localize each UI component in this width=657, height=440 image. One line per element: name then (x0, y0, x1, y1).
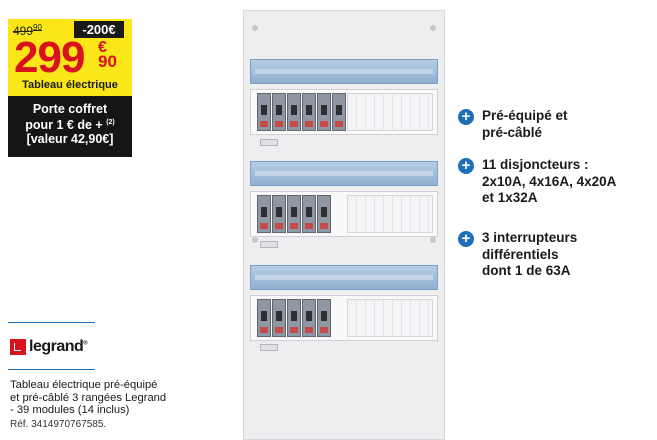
blank-modules (347, 93, 433, 131)
screw (252, 237, 258, 243)
product-reference: Réf. 3414970767585. (10, 419, 107, 430)
brand-divider-bottom (8, 369, 95, 370)
breaker (302, 195, 316, 233)
feature-item: + Pré-équipé et pré-câblé (458, 108, 568, 141)
breaker-row (250, 295, 438, 341)
row-cover (250, 161, 438, 186)
feature-item: + 3 interrupteurs différentiels dont 1 d… (458, 230, 577, 280)
old-price-cents: 90 (33, 23, 42, 32)
new-price-main: 299 (14, 33, 85, 82)
feature-line: Pré-équipé et (482, 108, 568, 123)
feature-line: dont 1 de 63A (482, 263, 571, 278)
breaker (272, 93, 286, 131)
offer-line-1: Porte coffret (32, 102, 108, 116)
breaker (272, 299, 286, 337)
row-tag (260, 139, 278, 146)
screw (430, 25, 436, 31)
legrand-mark (10, 339, 26, 355)
blank-modules (347, 299, 433, 337)
offer-line-2: pour 1 € de + (2) (8, 116, 132, 132)
row-cover (250, 265, 438, 290)
breaker (317, 93, 331, 131)
feature-line: 11 disjoncteurs : (482, 157, 589, 172)
description-line: - 39 modules (14 inclus) (10, 404, 130, 416)
breaker (317, 299, 331, 337)
feature-line: 3 interrupteurs (482, 230, 578, 245)
price-sticker: 49990 -200€ 299 € 90 Tableau électrique (8, 19, 132, 96)
legrand-logo-icon: legrand® (10, 334, 88, 360)
description-line: Tableau électrique pré-équipé (10, 379, 158, 391)
screw (430, 237, 436, 243)
screw (252, 25, 258, 31)
plus-circle-icon: + (458, 109, 474, 125)
breaker (257, 93, 271, 131)
breaker (302, 93, 316, 131)
feature-text: 3 interrupteurs différentiels dont 1 de … (482, 230, 577, 280)
product-description: Tableau électrique pré-équipé et pré-câb… (10, 379, 210, 417)
brand-divider-top (8, 322, 95, 323)
breaker (257, 195, 271, 233)
breaker (257, 299, 271, 337)
offer-box: Porte coffret pour 1 € de + (2) [valeur … (8, 96, 132, 157)
feature-line: pré-câblé (482, 124, 543, 140)
feature-line: différentiels (482, 246, 559, 262)
discount-badge: -200€ (74, 21, 124, 38)
feature-line: 2x10A, 4x16A, 4x20A (482, 173, 617, 189)
breaker (302, 299, 316, 337)
brand-name: legrand® (29, 338, 88, 356)
old-price: 49990 (13, 23, 42, 38)
feature-text: Pré-équipé et pré-câblé (482, 108, 568, 141)
feature-item: + 11 disjoncteurs : 2x10A, 4x16A, 4x20A … (458, 157, 616, 207)
row-tag (260, 241, 278, 248)
electrical-panel-image (243, 10, 445, 440)
brand-registered: ® (83, 340, 88, 347)
product-type-label: Tableau électrique (22, 79, 118, 91)
breaker (272, 195, 286, 233)
offer-line-3: [valeur 42,90€] (26, 132, 114, 147)
offer-line-2-text: pour 1 € de + (25, 118, 103, 133)
breaker (287, 93, 301, 131)
price-block: 49990 -200€ 299 € 90 Tableau électrique … (8, 19, 132, 157)
breaker (287, 299, 301, 337)
new-price-cents: 90 (98, 52, 117, 71)
new-price-cents-group: € 90 (98, 39, 117, 71)
breaker-row (250, 89, 438, 135)
feature-text: 11 disjoncteurs : 2x10A, 4x16A, 4x20A et… (482, 157, 616, 207)
brand-name-text: legrand (29, 338, 84, 355)
breaker (332, 93, 346, 131)
old-price-main: 499 (13, 24, 34, 38)
plus-circle-icon: + (458, 231, 474, 247)
feature-line: et 1x32A (482, 190, 538, 205)
plus-circle-icon: + (458, 158, 474, 174)
row-tag (260, 344, 278, 351)
breaker-row (250, 191, 438, 237)
blank-modules (347, 195, 433, 233)
breaker (287, 195, 301, 233)
currency-symbol: € (98, 39, 107, 56)
offer-footnote: (2) (106, 119, 115, 126)
row-cover (250, 59, 438, 84)
description-line: et pré-câblé 3 rangées Legrand (10, 391, 167, 404)
breaker (317, 195, 331, 233)
